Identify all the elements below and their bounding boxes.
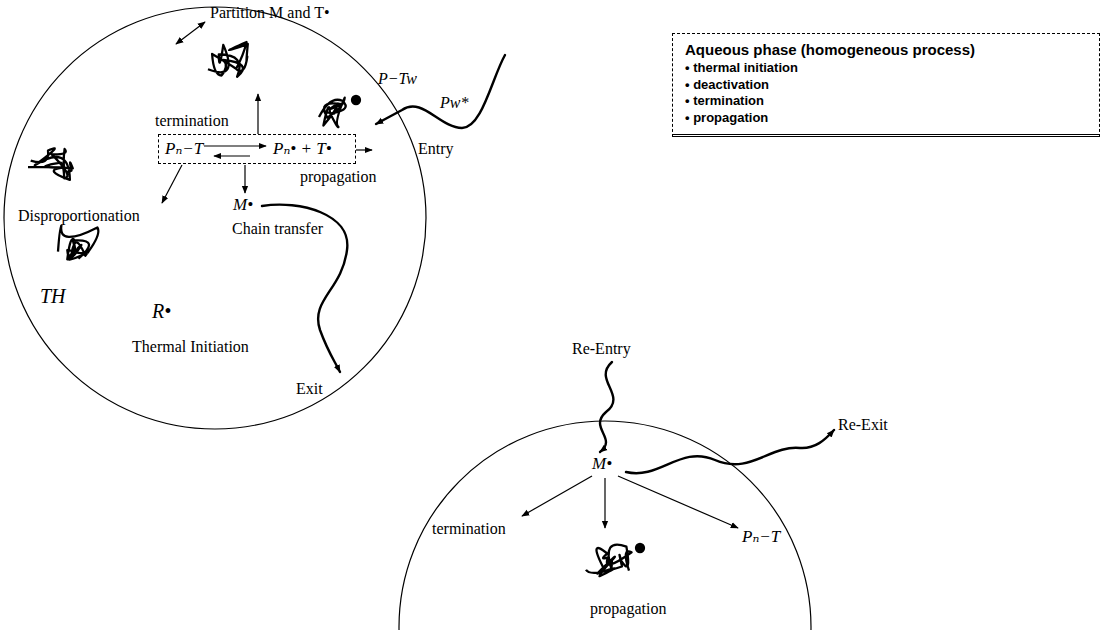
termination-arrow [257, 94, 258, 134]
re-exit-chain [626, 430, 834, 473]
annotation-label: Re-Entry [572, 340, 631, 358]
small-propagation-arrow [604, 478, 605, 528]
disproportionation-arrow [162, 165, 182, 203]
radical-dot [352, 96, 360, 104]
aqueous-phase-box: Aqueous phase (homogeneous process)• the… [672, 33, 1100, 137]
chain-transfer-arrow [244, 165, 245, 193]
process-label: M• [233, 196, 253, 214]
bullet-item: • thermal initiation [685, 60, 1087, 77]
process-label: propagation [590, 600, 666, 618]
heading: Aqueous phase (homogeneous process) [685, 40, 1087, 60]
process-label: Pₙ• + T• [273, 140, 332, 158]
process-label: R• [152, 300, 171, 322]
radical-dot [636, 544, 644, 552]
particle-circle: M• termination Pₙ−T propagation [398, 420, 812, 630]
small-pn-arrow [618, 476, 738, 528]
process-label: termination [432, 520, 506, 538]
bullet-item: • termination [685, 93, 1087, 110]
process-label: Thermal Initiation [132, 338, 249, 356]
forward-arrow [204, 145, 266, 146]
equilibrium-box: Pₙ−T Pₙ• + T• [158, 134, 356, 164]
process-label: termination [155, 112, 229, 130]
polymer-chain [319, 98, 346, 128]
annotation-label: P−Tw [378, 70, 417, 88]
polymer-chain [208, 42, 248, 77]
bullet-item: • propagation [685, 110, 1087, 127]
annotation-label: Re-Exit [838, 416, 888, 434]
re-entry-chain [600, 362, 613, 452]
small-termination-arrow [522, 476, 592, 516]
annotation-label: Partition M and T• [210, 4, 330, 22]
propagation-arrow [356, 149, 372, 150]
process-label: Disproportionation [18, 207, 140, 225]
process-label: Pₙ−T [165, 140, 203, 158]
process-label: TH [40, 285, 66, 307]
annotation-label: Exit [296, 380, 323, 398]
process-label: Chain transfer [232, 220, 323, 238]
reverse-arrow [214, 155, 250, 156]
partition-arrow [176, 22, 205, 44]
polymer-chain [58, 225, 98, 259]
entry-chain [376, 55, 505, 128]
polymer-chain [586, 545, 632, 577]
process-label: M• [592, 455, 612, 473]
process-label: Pₙ−T [742, 528, 780, 546]
process-label: propagation [300, 168, 376, 186]
annotation-label: Entry [418, 140, 454, 158]
annotation-label: Pw* [440, 94, 468, 112]
particle-circle: termination propagationDisproportionation… [3, 6, 427, 430]
polymer-chain [28, 148, 73, 180]
bullet-item: • deactivation [685, 77, 1087, 94]
